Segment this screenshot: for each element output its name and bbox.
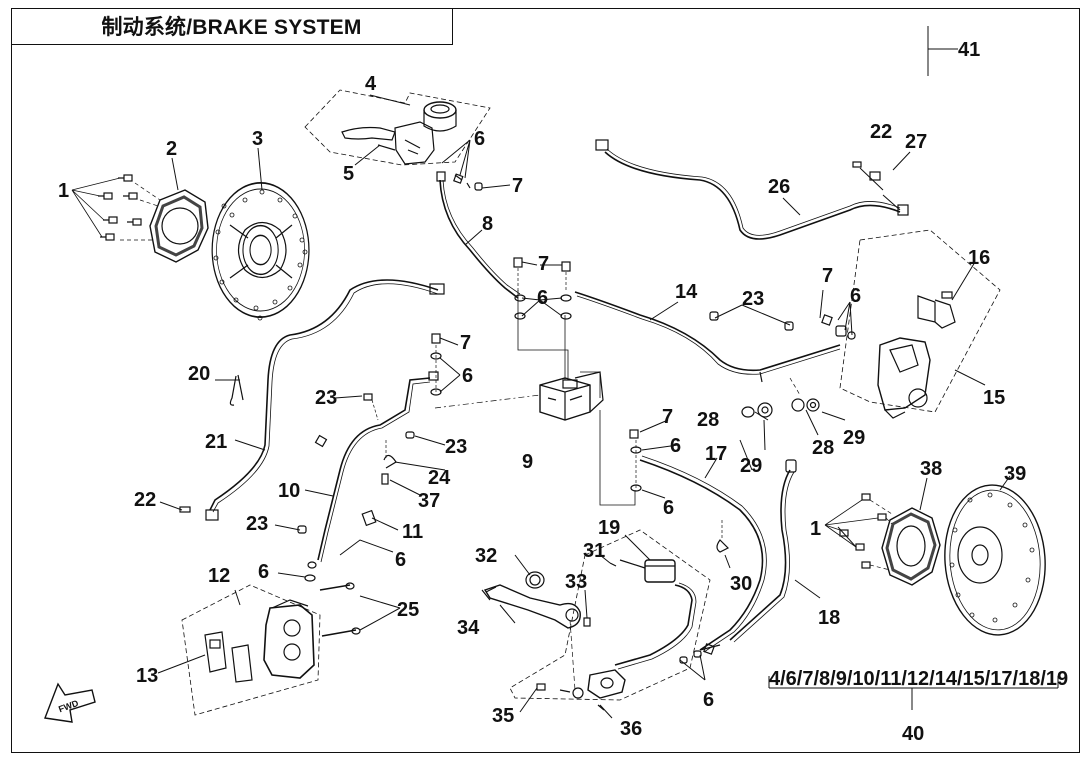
callout-25: 25 bbox=[397, 599, 419, 621]
callout-33: 33 bbox=[565, 571, 587, 593]
rear-master-cylinder bbox=[509, 529, 721, 701]
callout-23-c: 23 bbox=[445, 436, 467, 458]
callout-27: 27 bbox=[905, 131, 927, 153]
callout-12: 12 bbox=[208, 565, 230, 587]
callout-20: 20 bbox=[188, 363, 210, 385]
kit-parts-list: 4/6/7/8/9/10/11/12/14/15/17/18/19 bbox=[769, 668, 1068, 690]
callout-37: 37 bbox=[418, 490, 440, 512]
callout-40: 40 bbox=[902, 723, 924, 745]
callout-3: 3 bbox=[252, 128, 263, 150]
callout-22-a: 22 bbox=[134, 489, 156, 511]
callout-7-c: 7 bbox=[822, 265, 833, 287]
callout-36: 36 bbox=[620, 718, 642, 740]
callout-7-a: 7 bbox=[512, 175, 523, 197]
callout-21: 21 bbox=[205, 431, 227, 453]
callout-5: 5 bbox=[343, 163, 354, 185]
front-disc-bolts bbox=[71, 174, 161, 241]
callout-numbers: 1 2 3 4 5 6 7 8 7 6 14 23 7 6 16 15 22 2… bbox=[58, 39, 1026, 745]
forward-arrow-icon bbox=[44, 682, 96, 723]
callout-7-d: 7 bbox=[460, 332, 471, 354]
callout-9: 9 bbox=[522, 451, 533, 473]
abs-top-fittings bbox=[513, 257, 572, 320]
front-speed-sensor-harness bbox=[179, 279, 445, 521]
callout-35: 35 bbox=[492, 705, 514, 727]
callout-13: 13 bbox=[136, 665, 158, 687]
callout-1-rear: 1 bbox=[810, 518, 821, 540]
callout-1-front: 1 bbox=[58, 180, 69, 202]
callout-32: 32 bbox=[475, 545, 497, 567]
front-caliper-line bbox=[297, 333, 442, 563]
callout-41: 41 bbox=[958, 39, 980, 61]
rear-brake-disc bbox=[944, 484, 1046, 636]
rear-speed-sensor-harness bbox=[595, 139, 909, 240]
callout-23-b: 23 bbox=[315, 387, 337, 409]
callout-31: 31 bbox=[583, 540, 605, 562]
callout-11: 11 bbox=[402, 521, 423, 543]
callout-6-i: 6 bbox=[703, 689, 714, 711]
leader-lines bbox=[157, 26, 1059, 719]
front-master-cylinder bbox=[304, 89, 491, 166]
callout-6-b: 6 bbox=[537, 287, 548, 309]
rear-disc-bolts bbox=[824, 493, 893, 571]
callout-23-a: 23 bbox=[742, 288, 764, 310]
callout-6-g: 6 bbox=[670, 435, 681, 457]
callout-19: 19 bbox=[598, 517, 620, 539]
front-brake-hose bbox=[436, 171, 521, 299]
callout-29-a: 29 bbox=[740, 455, 762, 477]
diagram-title: 制动系统/BRAKE SYSTEM bbox=[11, 8, 453, 45]
callout-2: 2 bbox=[166, 138, 177, 160]
front-disc-ring bbox=[149, 189, 209, 263]
callout-7-b: 7 bbox=[538, 253, 549, 275]
rear-brake-pedal bbox=[481, 571, 605, 711]
front-caliper-assembly bbox=[181, 561, 361, 716]
callout-6-a: 6 bbox=[474, 128, 485, 150]
rear-master-lines bbox=[629, 429, 797, 653]
callout-15: 15 bbox=[983, 387, 1005, 409]
callout-6-h: 6 bbox=[663, 497, 674, 519]
callout-10: 10 bbox=[278, 480, 300, 502]
callout-6-d: 6 bbox=[462, 365, 473, 387]
callout-22-b: 22 bbox=[870, 121, 892, 143]
callout-28-a: 28 bbox=[697, 409, 719, 431]
callout-18: 18 bbox=[818, 607, 840, 629]
callout-6-e: 6 bbox=[395, 549, 406, 571]
callout-23-d: 23 bbox=[246, 513, 268, 535]
callout-24: 24 bbox=[428, 467, 451, 489]
callout-4: 4 bbox=[365, 73, 377, 95]
callout-17: 17 bbox=[705, 443, 727, 465]
callout-30: 30 bbox=[730, 573, 752, 595]
callout-28-b: 28 bbox=[812, 437, 834, 459]
callout-6-c: 6 bbox=[850, 285, 861, 307]
diagram-frame bbox=[11, 8, 1080, 753]
rear-caliper-assembly bbox=[839, 229, 1001, 419]
callout-14: 14 bbox=[675, 281, 698, 303]
callout-6-f: 6 bbox=[258, 561, 269, 583]
callout-16: 16 bbox=[968, 247, 990, 269]
callout-29-b: 29 bbox=[843, 427, 865, 449]
front-brake-disc bbox=[211, 182, 310, 321]
abs-rear-line bbox=[574, 291, 856, 383]
callout-8: 8 bbox=[482, 213, 493, 235]
abs-modulator bbox=[434, 290, 636, 506]
callout-34: 34 bbox=[457, 617, 480, 639]
callout-39: 39 bbox=[1004, 463, 1026, 485]
forward-label: FWD bbox=[57, 698, 80, 715]
rear-disc-ring bbox=[881, 507, 941, 586]
callout-7-e: 7 bbox=[662, 406, 673, 428]
spacers bbox=[741, 377, 820, 418]
callout-26: 26 bbox=[768, 176, 790, 198]
callout-38: 38 bbox=[920, 458, 942, 480]
